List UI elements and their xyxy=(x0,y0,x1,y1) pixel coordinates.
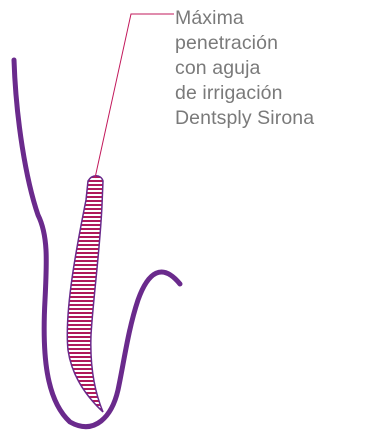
annotation-label: Máxima penetración con aguja de irrigaci… xyxy=(175,6,370,131)
annotation-line-3: con aguja xyxy=(175,56,370,81)
annotation-line-1: Máxima xyxy=(175,6,370,31)
annotation-line-2: penetración xyxy=(175,31,370,56)
irrigation-needle xyxy=(67,176,103,412)
annotation-line-4: de irrigación xyxy=(175,81,370,106)
annotation-leader-line xyxy=(95,14,174,178)
annotation-line-5: Dentsply Sirona xyxy=(175,106,370,131)
